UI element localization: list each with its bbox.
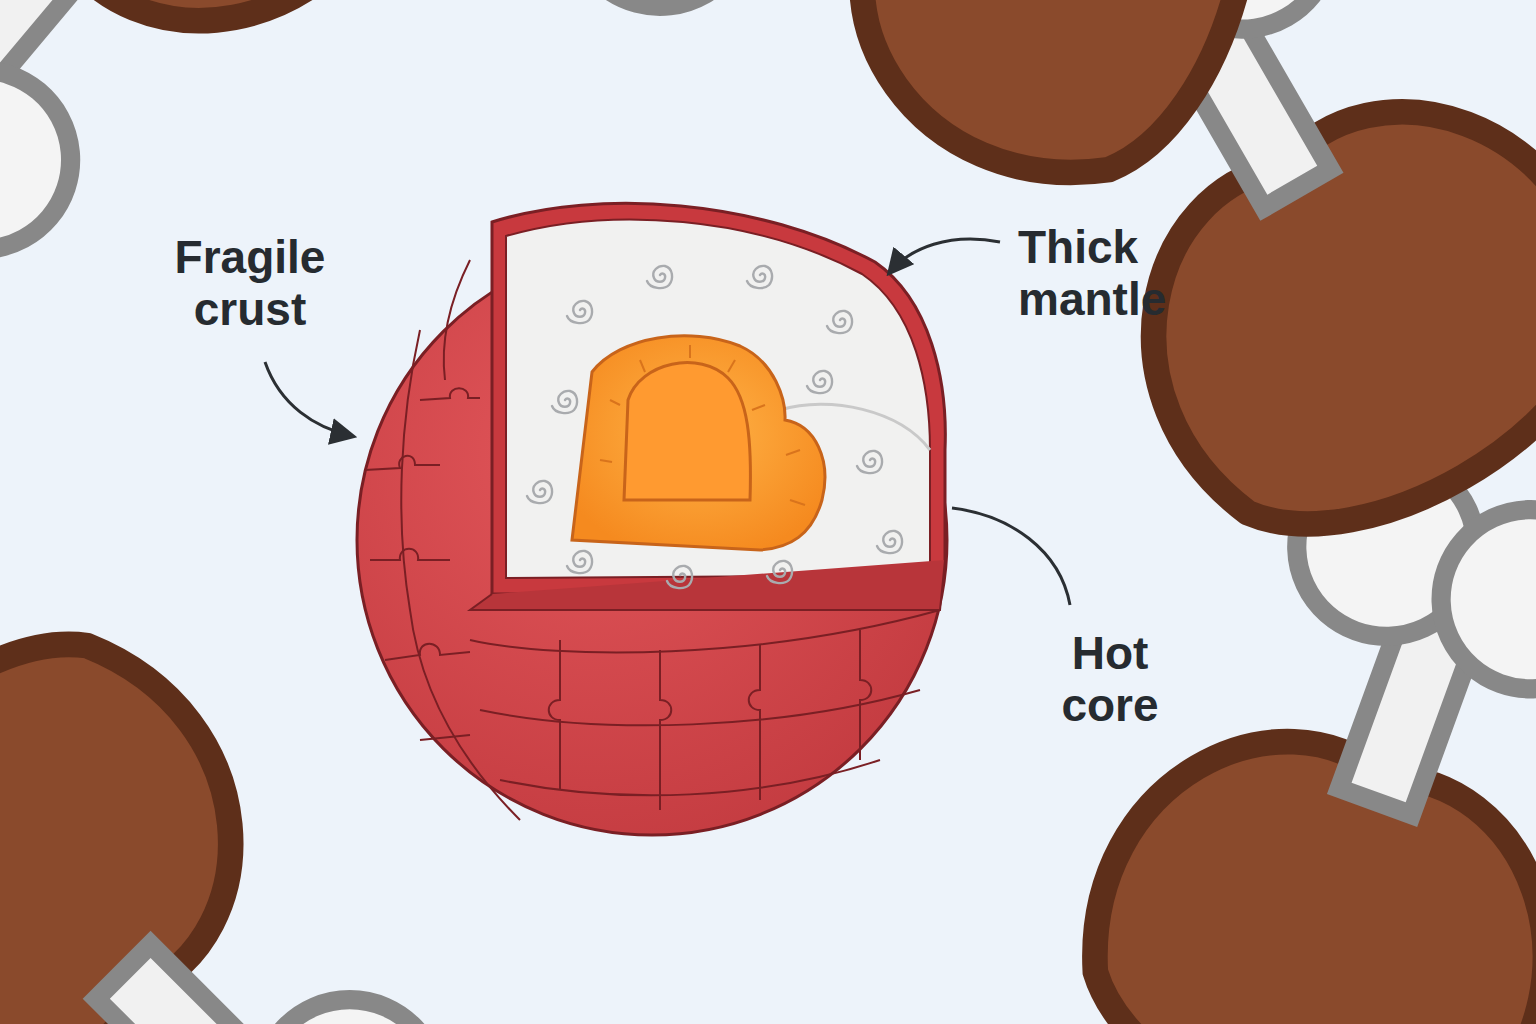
leader-line <box>952 508 1070 605</box>
mantle-face <box>506 220 930 578</box>
inner-core <box>624 363 750 500</box>
leader-arrow <box>890 239 1000 272</box>
puzzle-lines <box>365 215 940 820</box>
mantle-swirls <box>527 266 902 588</box>
drumstick <box>535 0 1295 209</box>
outer-core <box>572 336 825 550</box>
callout-label: Fragile crust <box>150 232 350 335</box>
leader-arrow <box>265 362 352 436</box>
callout-label: Thick mantle <box>1018 222 1228 325</box>
core-rays <box>600 345 805 505</box>
callout-label: Hot core <box>1040 628 1180 731</box>
cut-rim <box>492 203 945 594</box>
